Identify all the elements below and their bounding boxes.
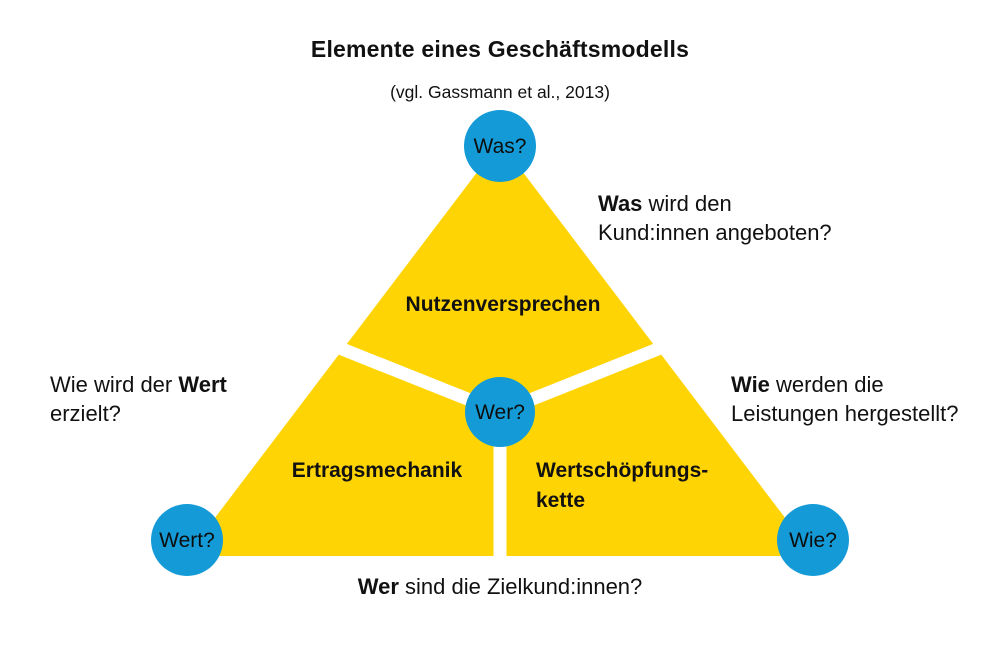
segment-label-revenue-model: Ertragsmechanik xyxy=(292,459,463,482)
page-title: Elemente eines Geschäftsmodells xyxy=(310,36,690,62)
node-wer-circle xyxy=(465,377,535,447)
node-wie-label: Wie? xyxy=(789,529,837,552)
annotation-who-rest: sind die Zielkund:innen? xyxy=(398,574,643,599)
annotation-how-line1: Wie werden die xyxy=(731,370,959,399)
annotation-what-line1: Was wird den xyxy=(598,189,832,218)
node-wert-circle xyxy=(151,504,223,576)
annotation-what-line2: Kund:innen angeboten? xyxy=(598,220,832,245)
node-was-circle xyxy=(464,110,536,182)
annotation-what-bold: Was xyxy=(598,191,643,216)
triangle-shape xyxy=(186,142,814,556)
segment-label-value-proposition: Nutzenversprechen xyxy=(406,293,601,316)
annotation-value: Wie wird der Wert erzielt? xyxy=(50,370,227,428)
node-wie-circle xyxy=(777,504,849,576)
annotation-how: Wie werden die Leistungen hergestellt? xyxy=(731,370,959,428)
annotation-value-pre: Wie wird der xyxy=(50,372,179,397)
segment-label-value-chain-line2: kette xyxy=(536,489,585,512)
annotation-how-rest: werden die xyxy=(769,372,884,397)
segment-label-value-chain-line1: Wertschöpfungs- xyxy=(536,459,708,482)
annotation-who: Wer sind die Zielkund:innen? xyxy=(0,572,1000,601)
annotation-how-bold: Wie xyxy=(731,372,770,397)
page-subtitle: (vgl. Gassmann et al., 2013) xyxy=(390,82,610,102)
annotation-value-line2: erzielt? xyxy=(50,401,121,426)
annotation-how-line2: Leistungen hergestellt? xyxy=(731,401,959,426)
annotation-what-rest: wird den xyxy=(642,191,732,216)
node-wer-label: Wer? xyxy=(475,401,525,424)
annotation-value-line1: Wie wird der Wert xyxy=(50,370,227,399)
node-wert-label: Wert? xyxy=(159,529,215,552)
annotation-what: Was wird den Kund:innen angeboten? xyxy=(598,189,832,247)
annotation-value-bold: Wert xyxy=(178,372,227,397)
node-was-label: Was? xyxy=(474,135,527,158)
annotation-who-bold: Wer xyxy=(357,574,399,599)
